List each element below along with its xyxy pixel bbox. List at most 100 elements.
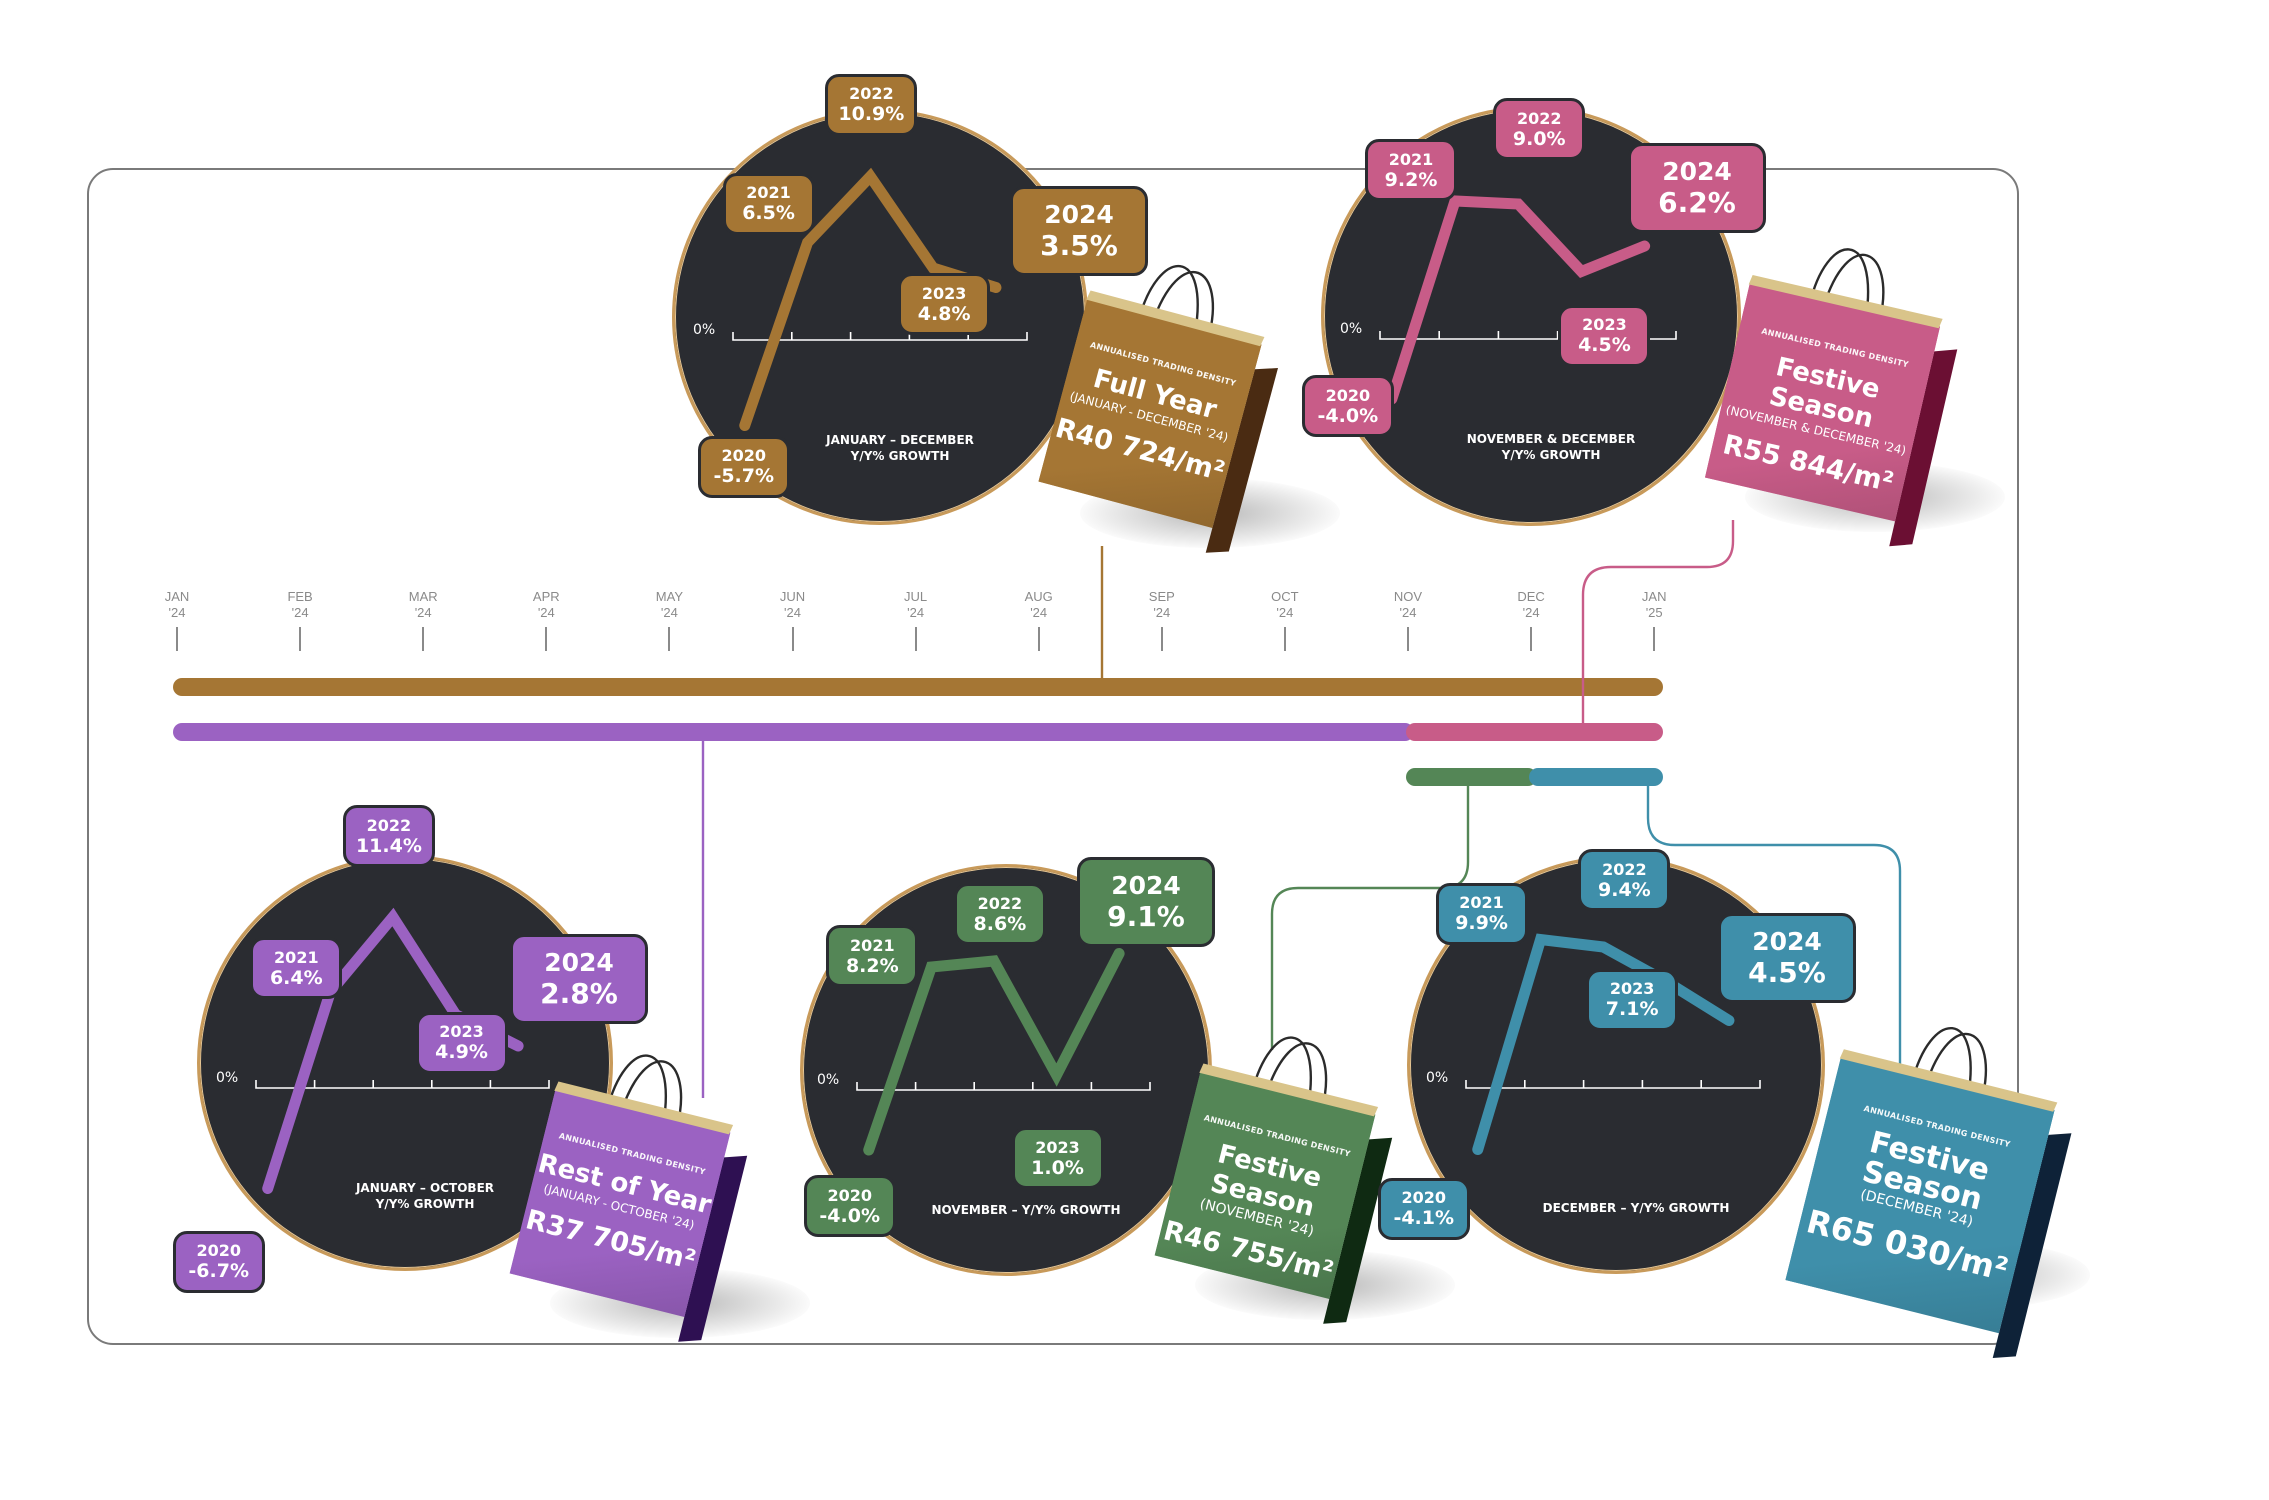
month-year: '24 [291,605,309,620]
data-label-value: -5.7% [713,465,775,487]
data-label-2020: 2020-4.1% [1377,1177,1470,1240]
month-year: '24 [784,605,801,620]
month-year: '24 [660,605,678,620]
month-name: APR [532,589,560,604]
data-label-value: 7.1% [1605,998,1659,1020]
chart-subtitle: Y/Y% GROWTH [375,1197,475,1211]
data-label-year: 2020 [827,1185,872,1205]
data-label-year: 2021 [850,935,895,955]
zero-percent-label: 0% [817,1072,840,1088]
timeline-bar-full-year [173,678,1664,696]
chart-title: NOVEMBER & DECEMBER [1466,432,1636,446]
zero-axis [1379,331,1677,340]
bag-handle-icon [1250,1036,1328,1110]
month-tick [1530,627,1533,651]
data-label-year: 2020 [721,446,767,465]
data-label-year: 2023 [1582,315,1627,334]
zero-axis [1465,1080,1761,1089]
month-tick [176,627,178,651]
month-label: AUG'24 [1009,589,1069,621]
data-label-year: 2021 [746,183,791,202]
data-label-value: 11.4% [355,834,422,857]
data-label-year: 2023 [1035,1137,1080,1157]
data-label-2020: 2020-4.0% [1301,375,1394,437]
data-label-year: 2020 [1325,385,1371,405]
data-label-value: 4.9% [435,1041,488,1063]
zero-percent-label: 0% [693,322,716,338]
data-label-year: 2022 [977,893,1023,913]
timeline-bar-rest-of-year [173,723,1414,741]
chart-caption: NOVEMBER & DECEMBER Y/Y% GROWTH [1421,431,1681,463]
data-label-year: 2024 [1662,157,1732,186]
data-label-value: 2.8% [540,977,618,1010]
data-label-value: 1.0% [1031,1156,1084,1179]
zero-percent-label: 0% [216,1070,239,1086]
content-frame [87,168,2019,1345]
month-label: OCT'24 [1255,589,1315,621]
timeline-bar-festive-dec [1529,768,1664,786]
data-label-2020: 2020-5.7% [697,435,790,498]
month-label: JUL'24 [886,589,946,621]
month-name: AUG [1024,589,1053,604]
month-tick [1283,627,1286,651]
month-tick [1160,627,1163,651]
data-label-year: 2022 [366,815,412,835]
data-label-value: 4.5% [1578,334,1631,356]
timeline-bar-festive-nov [1406,768,1538,786]
zero-percent-label: 0% [1340,321,1363,337]
month-label: APR'24 [516,589,576,621]
zero-axis [255,1080,550,1089]
chart-subtitle: Y/Y% GROWTH [1501,448,1601,462]
month-year: '24 [1522,605,1540,620]
data-label-value: 6.2% [1658,186,1736,219]
data-label-value: 6.5% [742,202,795,224]
month-label: DEC'24 [1501,589,1561,621]
bag-handle-icon [1910,1027,1988,1101]
month-year: '24 [537,605,555,620]
data-label-year: 2020 [196,1241,241,1260]
month-name: NOV [1393,589,1423,604]
month-year: '24 [414,605,432,620]
data-label-value: 10.9% [838,103,905,125]
month-year: '24 [1276,605,1294,620]
month-name: JUL [904,589,928,604]
month-year: '24 [168,605,186,620]
zero-axis [856,1082,1151,1091]
data-label-year: 2023 [1609,979,1655,998]
data-label-2020: 2020-6.7% [172,1230,265,1293]
month-tick [791,627,794,651]
data-label-value: -4.0% [819,1204,881,1227]
chart-title: NOVEMBER – Y/Y% GROWTH [931,1203,1121,1217]
month-name: JUN [779,589,806,604]
data-label-year: 2021 [1459,893,1504,912]
month-label: MAR'24 [393,589,453,621]
month-name: SEP [1148,589,1175,604]
month-tick [1037,627,1040,651]
month-label: FEB'24 [270,589,330,621]
month-name: MAR [408,589,438,604]
data-label-year: 2024 [544,948,614,977]
data-label-year: 2021 [274,947,319,967]
zero-axis [732,332,1028,341]
month-tick [422,627,425,651]
